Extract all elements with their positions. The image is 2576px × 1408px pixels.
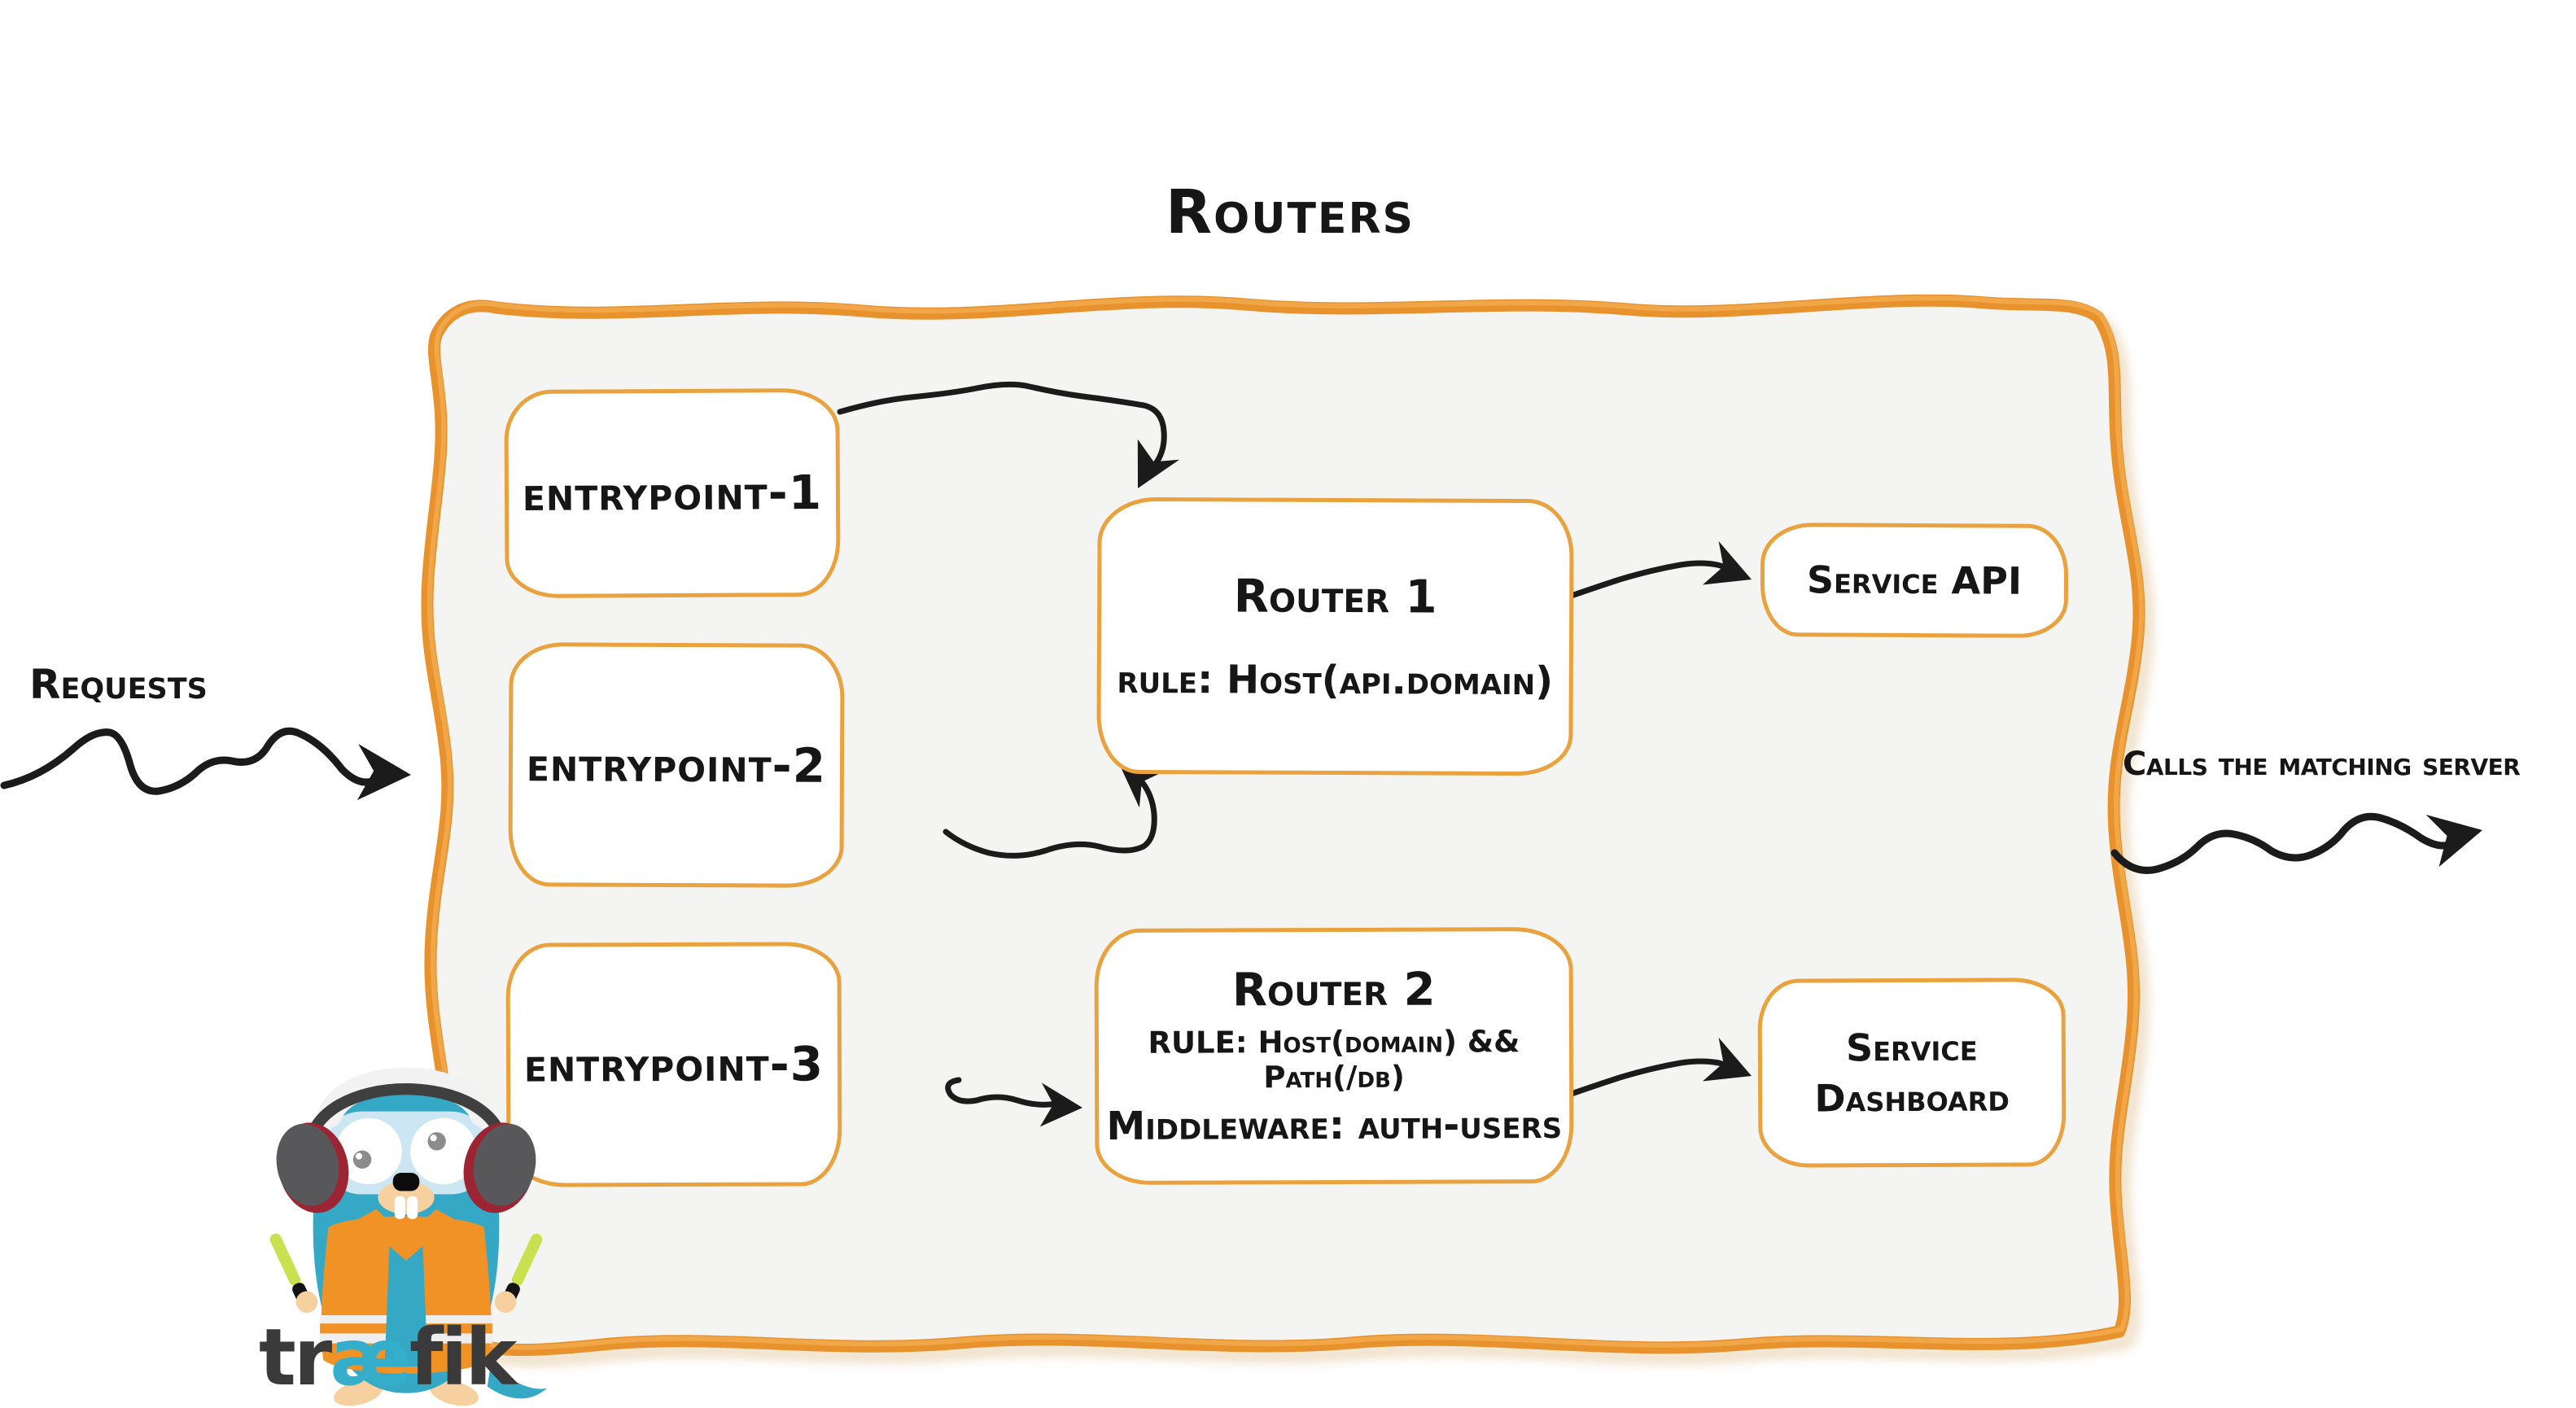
traefik-wordmark: træfik [259, 1312, 518, 1403]
router-1-rule: rule: Host(api.domain) [1117, 656, 1554, 704]
calls-arrowhead [2425, 803, 2488, 868]
router-2-box: Router 2 RULE: Host(domain) && Path(/db)… [1094, 926, 1574, 1186]
service-api-label: Service API [1806, 558, 2023, 603]
arrow-router1-serviceapi [1550, 560, 1738, 606]
arrow-entrypoint1-router1 [837, 381, 1167, 469]
traefik-gopher-mascot-icon [269, 1067, 548, 1406]
requests-label: Requests [29, 661, 208, 708]
router-2-rule: RULE: Host(domain) && Path(/db) [1148, 1024, 1520, 1095]
arrow-entrypoint3-router2 [945, 1077, 1060, 1108]
router-2-name: Router 2 [1231, 963, 1436, 1017]
wordmark-ae: æ [330, 1312, 412, 1403]
router-2-middleware: Middleware: auth-users [1106, 1102, 1563, 1149]
wordmark-tr: tr [259, 1312, 332, 1403]
router-1-name: Router 1 [1233, 569, 1437, 624]
requests-arrowhead [355, 744, 413, 803]
arrow-entrypoint2-router1 [942, 780, 1157, 859]
calls-label: Calls the matching server [2123, 746, 2521, 783]
routers-panel-brush-highlight [426, 295, 2144, 1350]
router-1-box: Router 1 rule: Host(api.domain) [1096, 496, 1574, 776]
entrypoint-1-box: entrypoint-1 [504, 387, 841, 599]
wordmark-fik: fik [409, 1312, 518, 1403]
service-dashboard-label-line2: Dashboard [1814, 1075, 2010, 1121]
entrypoint-2-box: entrypoint-2 [508, 642, 845, 888]
service-dashboard-label-line1: Service [1845, 1025, 1978, 1070]
service-api-box: Service API [1760, 523, 2069, 638]
traefik-logo [231, 1035, 581, 1408]
diagram-title: Routers [1166, 177, 1415, 247]
calls-arrow [2110, 812, 2458, 874]
requests-arrow [0, 727, 380, 795]
entrypoint-1-label: entrypoint-1 [522, 465, 823, 522]
entrypoint-2-label: entrypoint-2 [526, 737, 827, 794]
service-dashboard-box: Service Dashboard [1757, 977, 2066, 1168]
